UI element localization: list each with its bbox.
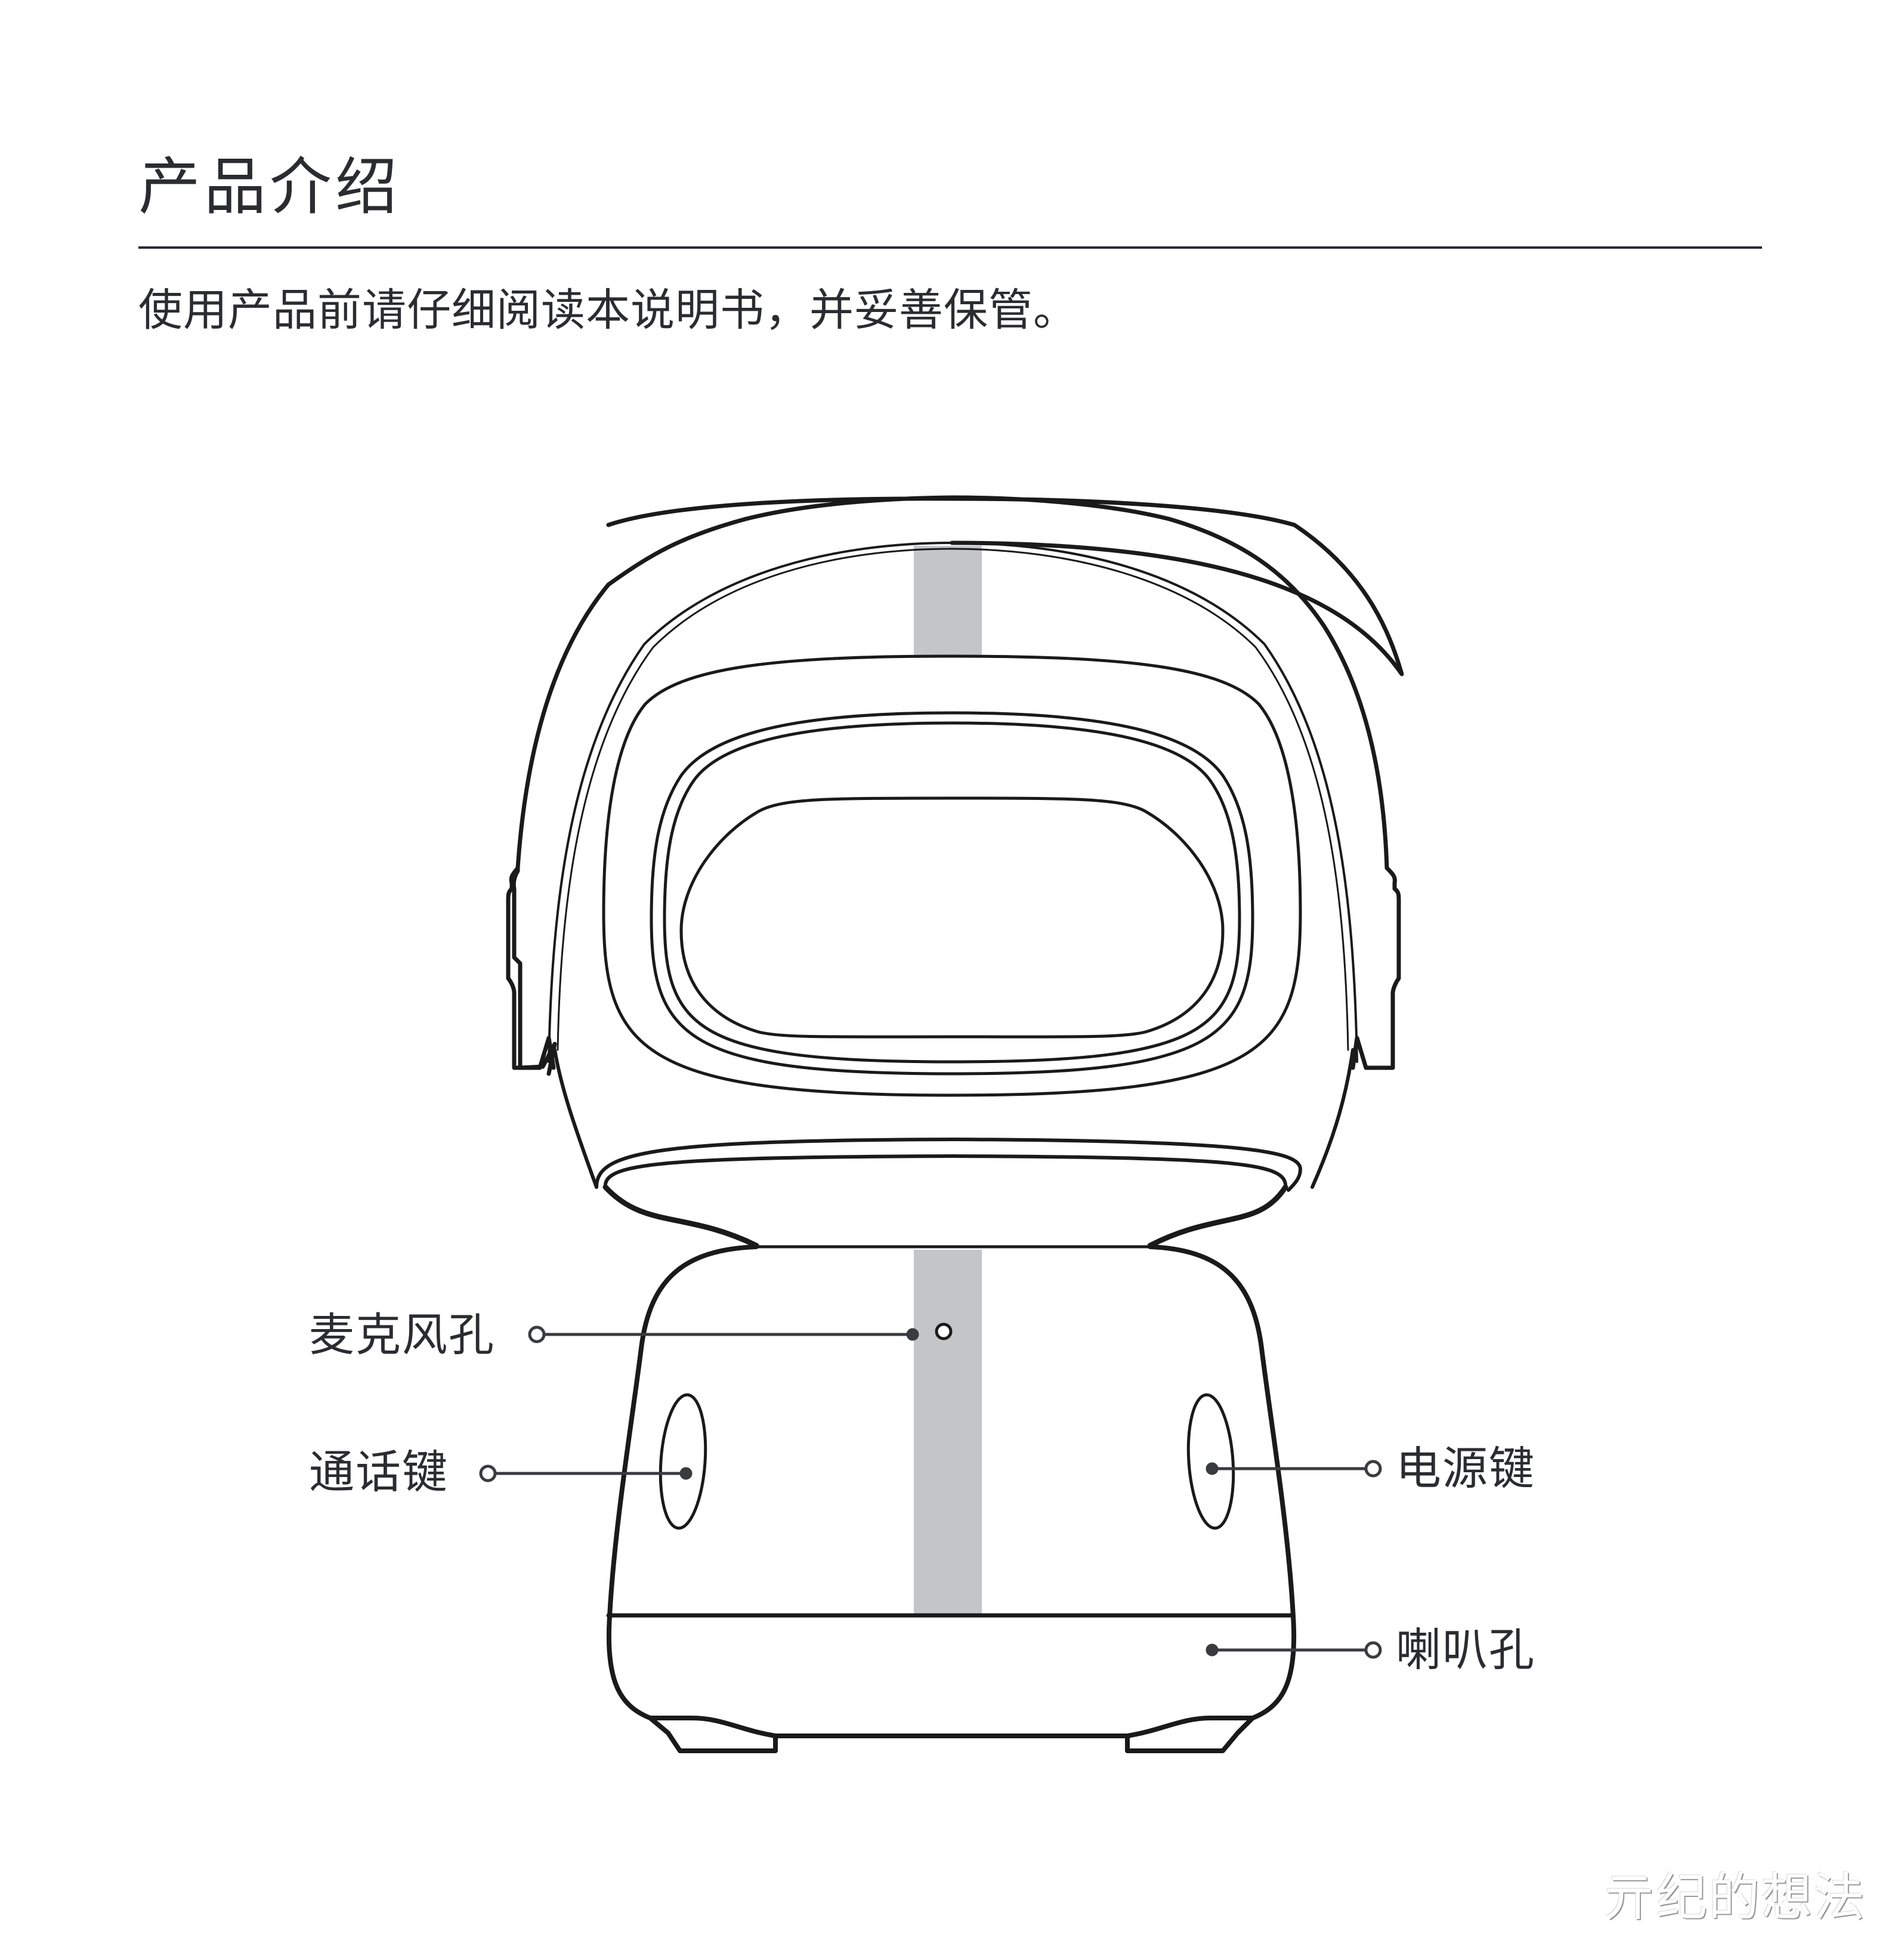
neck-ring-outer [595, 1138, 1302, 1192]
face-screen [679, 796, 1225, 1039]
head-inner-rim-2 [557, 548, 1349, 1051]
callout-label-mic: 麦克风孔 [309, 1308, 495, 1361]
body-outline [606, 1244, 1297, 1720]
page-title: 产品介绍 [138, 150, 401, 223]
head-lower-sides [553, 1048, 1355, 1189]
face-frame-inner-ring [663, 721, 1241, 1064]
base-bottom [648, 1716, 1255, 1753]
left-ear [506, 866, 556, 1070]
power-button-shape [1186, 1393, 1235, 1530]
neck-taper [602, 1184, 1288, 1249]
page-subtitle: 使用产品前请仔细阅读本说明书，并妥善保管。 [138, 285, 1078, 336]
callout-mic [528, 1323, 953, 1343]
callout-call [479, 1464, 693, 1482]
call-button-shape [659, 1393, 707, 1530]
head-stripe [914, 546, 982, 656]
callout-label-power: 电源键 [1396, 1442, 1535, 1495]
callout-label-call: 通话键 [309, 1445, 449, 1498]
body-stripe [914, 1250, 982, 1617]
head-inner-rim [548, 542, 1358, 1063]
callout-power [1206, 1460, 1382, 1478]
callout-label-speaker: 喇叭孔 [1396, 1623, 1535, 1676]
neck-ring-inner [604, 1154, 1287, 1186]
watermark: 亓纪的想法 [1603, 1868, 1866, 1927]
right-ear [1350, 866, 1401, 1070]
title-divider [138, 246, 1762, 249]
callout-speaker [1206, 1641, 1382, 1659]
face-frame-middle [650, 711, 1254, 1076]
face-frame-outer [602, 654, 1302, 1097]
